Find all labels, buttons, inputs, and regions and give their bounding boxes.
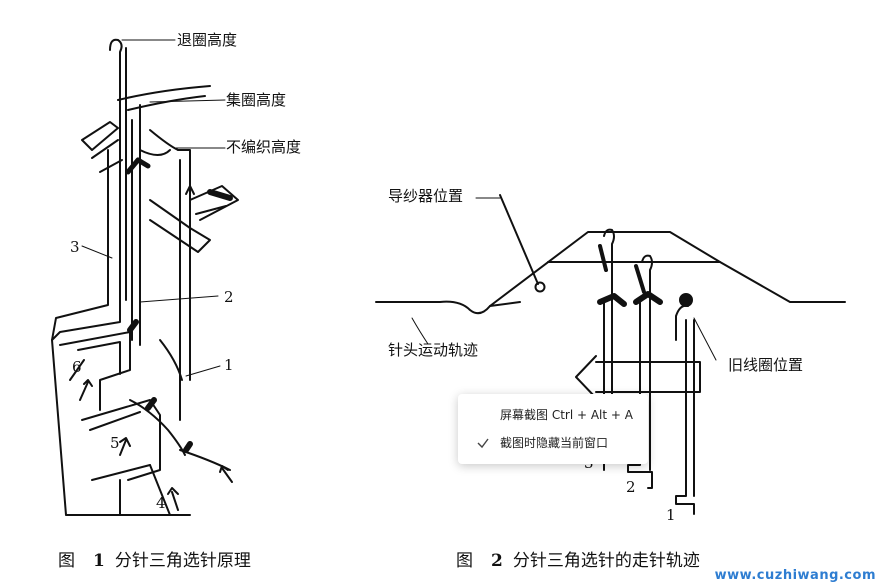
label-yarn-guide-position: 导纱器位置	[388, 187, 464, 205]
fig1-num-3: 3	[70, 238, 80, 256]
fig1-num-5: 5	[110, 434, 120, 452]
fig1-num-1: 1	[224, 356, 234, 374]
figure1-caption-num: 1	[93, 551, 105, 571]
menu-item-hide-window-label: 截图时隐藏当前窗口	[500, 436, 609, 450]
menu-item-hide-window[interactable]: 截图时隐藏当前窗口	[458, 431, 648, 455]
figure1-caption-text: 分针三角选针原理	[114, 551, 251, 571]
site-watermark: www.cuzhiwang.com	[714, 568, 876, 583]
figure1-drawing	[51, 38, 239, 516]
fig2-num-2: 2	[626, 478, 636, 496]
screenshot-context-menu: 屏幕截图 Ctrl + Alt + A 截图时隐藏当前窗口	[458, 394, 648, 464]
menu-item-screenshot-label: 屏幕截图 Ctrl + Alt + A	[500, 408, 633, 422]
label-needle-trajectory: 针头运动轨迹	[388, 341, 479, 359]
fig1-num-4: 4	[156, 494, 166, 512]
label-retract-height: 退圈高度	[177, 31, 238, 49]
checkmark-icon	[477, 438, 489, 449]
figure2-caption-text: 分针三角选针的走针轨迹	[512, 551, 700, 571]
figure1-caption-prefix: 图	[58, 551, 75, 571]
label-tuck-height: 集圈高度	[226, 91, 287, 109]
figure2-caption-num: 2	[491, 551, 503, 571]
label-miss-height: 不编织高度	[226, 138, 302, 156]
figure2-caption-prefix: 图	[456, 551, 473, 571]
fig1-num-6: 6	[72, 358, 82, 376]
fig1-num-2: 2	[224, 288, 234, 306]
fig2-num-1: 1	[666, 506, 676, 524]
label-old-loop-position: 旧线圈位置	[728, 356, 804, 374]
figure2-drawing	[375, 194, 846, 515]
menu-item-screenshot[interactable]: 屏幕截图 Ctrl + Alt + A	[458, 403, 648, 427]
